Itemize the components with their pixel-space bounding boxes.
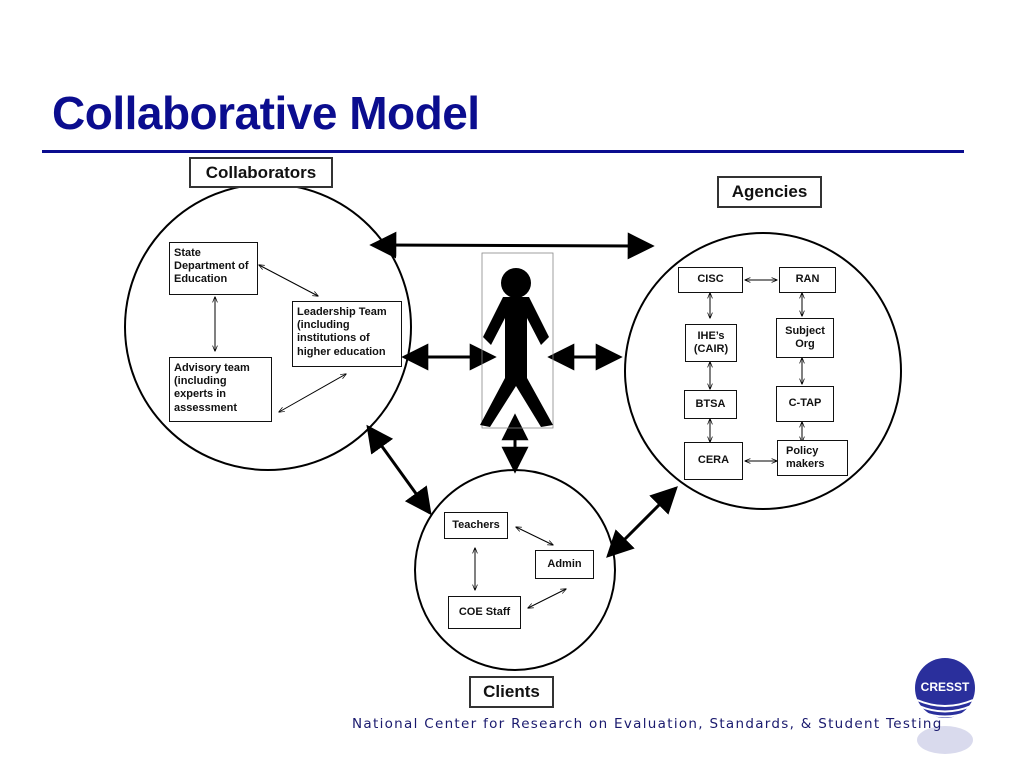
cresst-logo (915, 658, 975, 754)
ihe-cair-node: IHE’s (CAIR) (685, 324, 737, 362)
subject-org-node: Subject Org (776, 318, 834, 358)
footer-organization: National Center for Research on Evaluati… (352, 716, 943, 732)
person-figure (480, 252, 554, 429)
collaborators-label: Collaborators (189, 157, 333, 188)
coe-staff-node: COE Staff (448, 596, 521, 629)
clients-inner-arrows (475, 527, 566, 608)
advisory-team-node: Advisory team (including experts in asse… (169, 357, 272, 422)
page-title: Collaborative Model (52, 87, 480, 139)
agencies-circle (624, 232, 902, 510)
collaborators-inner-arrows (215, 265, 346, 412)
cera-node: CERA (684, 442, 743, 480)
btsa-node: BTSA (684, 390, 737, 419)
state-department-node: State Department of Education (169, 242, 258, 295)
cisc-node: CISC (678, 267, 743, 293)
agencies-inner-arrows (710, 280, 802, 461)
leadership-team-node: Leadership Team (including institutions … (292, 301, 402, 367)
admin-node: Admin (535, 550, 594, 579)
cresst-logo-text: CRESST (920, 680, 970, 694)
teachers-node: Teachers (444, 512, 508, 539)
ran-node: RAN (779, 267, 836, 293)
clients-label: Clients (469, 676, 554, 708)
main-connectors (366, 231, 678, 558)
agencies-label: Agencies (717, 176, 822, 208)
policy-makers-node: Policy makers (777, 440, 848, 476)
title-underline (42, 150, 964, 153)
ctap-node: C-TAP (776, 386, 834, 422)
